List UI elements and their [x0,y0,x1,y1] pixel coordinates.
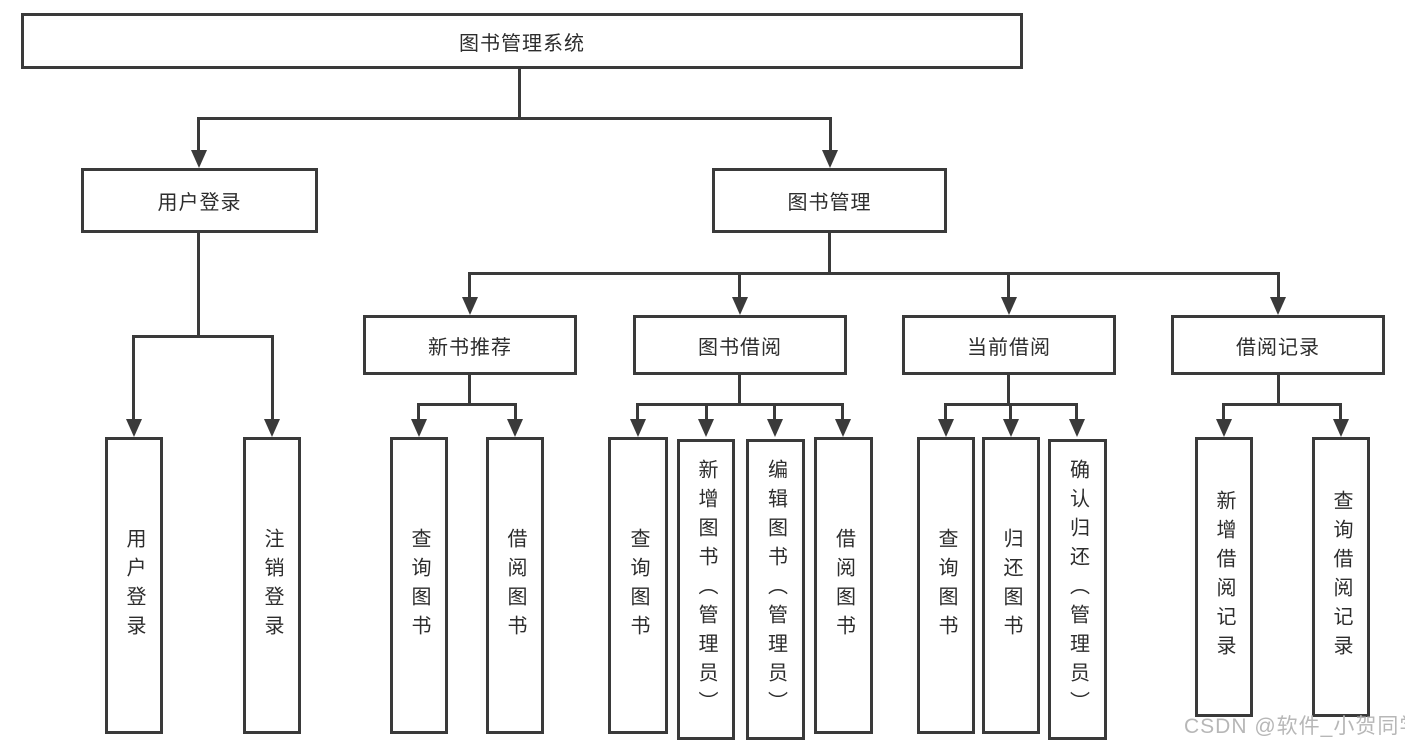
connector-book-mgmt-stem [828,233,831,274]
leaf-current-query: 查询图书 [917,437,975,734]
connector-drop-leaf [132,335,135,421]
connector-drop-book-mgmt [829,117,832,153]
node-book-borrow-label: 图书借阅 [698,336,782,359]
connector-user-login-rail [132,335,274,338]
watermark-text: CSDN @软件_小贺同学 [1184,715,1405,738]
connector-drop-borrowrecord [1277,272,1280,300]
connector-drop-leaf [636,403,639,421]
connector-drop-leaf [773,403,776,421]
arrow-down-icon [126,419,142,437]
connector-level2-rail [468,272,1280,275]
connector-newbook-rail [417,403,517,406]
leaf-bookborrow-edit: 编辑图书（管理员） [746,439,805,740]
connector-user-login-stem [197,233,200,338]
arrow-down-icon [411,419,427,437]
leaf-current-return-label: 归还图书 [1000,527,1022,644]
arrow-down-icon [507,419,523,437]
node-book-management-label: 图书管理 [787,192,872,214]
arrow-down-icon [1003,419,1019,437]
connector-drop-leaf [705,403,708,421]
leaf-newbook-borrow: 借阅图书 [486,437,544,734]
connector-drop-newbook [468,272,471,300]
leaf-bookborrow-borrow: 借阅图书 [814,437,873,734]
arrow-down-icon [938,419,954,437]
connector-drop-leaf [1009,403,1012,421]
connector-drop-leaf [1222,403,1225,421]
leaf-bookborrow-query: 查询图书 [608,437,668,734]
node-book-borrow: 图书借阅 [633,315,847,375]
leaf-newbook-query: 查询图书 [390,437,448,734]
arrow-down-icon [1001,297,1017,315]
leaf-record-add-label: 新增借阅记录 [1213,490,1235,664]
connector-drop-leaf [514,403,517,421]
leaf-current-return: 归还图书 [982,437,1040,734]
leaf-record-add: 新增借阅记录 [1195,437,1253,717]
connector-drop-user-login [197,117,200,153]
leaf-record-query: 查询借阅记录 [1312,437,1370,717]
arrow-down-icon [732,297,748,315]
leaf-newbook-borrow-label: 借阅图书 [504,527,526,644]
connector-currentborrow-stem [1007,375,1010,406]
arrow-down-icon [1333,419,1349,437]
leaf-current-query-label: 查询图书 [935,527,957,644]
connector-drop-leaf [417,403,420,421]
leaf-record-query-label: 查询借阅记录 [1330,490,1352,664]
arrow-down-icon [767,419,783,437]
connector-drop-leaf [841,403,844,421]
node-root-label: 图书管理系统 [459,32,585,55]
leaf-current-confirm-label: 确认归还（管理员） [1066,459,1089,720]
leaf-newbook-query-label: 查询图书 [408,527,430,644]
leaf-bookborrow-add: 新增图书（管理员） [677,439,735,740]
connector-root-stem [518,69,521,119]
node-current-borrow-label: 当前借阅 [967,336,1051,359]
node-root: 图书管理系统 [21,13,1023,69]
arrow-down-icon [462,297,478,315]
arrow-down-icon [1069,419,1085,437]
connector-drop-leaf [944,403,947,421]
node-borrow-record: 借阅记录 [1171,315,1385,375]
arrow-down-icon [698,419,714,437]
node-borrow-record-label: 借阅记录 [1236,336,1320,359]
leaf-bookborrow-edit-label: 编辑图书（管理员） [764,459,787,720]
arrow-down-icon [264,419,280,437]
leaf-user-login: 用户登录 [105,437,163,734]
connector-drop-bookborrow [738,272,741,300]
leaf-bookborrow-borrow-label: 借阅图书 [832,527,855,644]
leaf-bookborrow-query-label: 查询图书 [627,527,649,644]
node-user-login: 用户登录 [81,168,318,233]
arrow-down-icon [822,150,838,168]
leaf-user-login-label: 用户登录 [123,527,145,644]
arrow-down-icon [1216,419,1232,437]
arrow-down-icon [630,419,646,437]
connector-drop-leaf [271,335,274,421]
connector-bookborrow-stem [738,375,741,406]
leaf-logout-label: 注销登录 [261,527,283,644]
arrow-down-icon [191,150,207,168]
connector-newbook-stem [468,375,471,406]
leaf-logout: 注销登录 [243,437,301,734]
node-new-book-recommend-label: 新书推荐 [428,336,512,359]
connector-bookborrow-rail [636,403,844,406]
node-user-login-label: 用户登录 [157,192,242,214]
connector-borrowrecord-rail [1222,403,1342,406]
leaf-bookborrow-add-label: 新增图书（管理员） [695,459,717,720]
connector-level1-rail [197,117,832,120]
connector-drop-leaf [1075,403,1078,421]
node-book-management: 图书管理 [712,168,947,233]
arrow-down-icon [1270,297,1286,315]
node-current-borrow: 当前借阅 [902,315,1116,375]
connector-borrowrecord-stem [1277,375,1280,406]
leaf-current-confirm: 确认归还（管理员） [1048,439,1107,740]
arrow-down-icon [835,419,851,437]
connector-drop-currentborrow [1007,272,1010,300]
node-new-book-recommend: 新书推荐 [363,315,577,375]
connector-drop-leaf [1339,403,1342,421]
